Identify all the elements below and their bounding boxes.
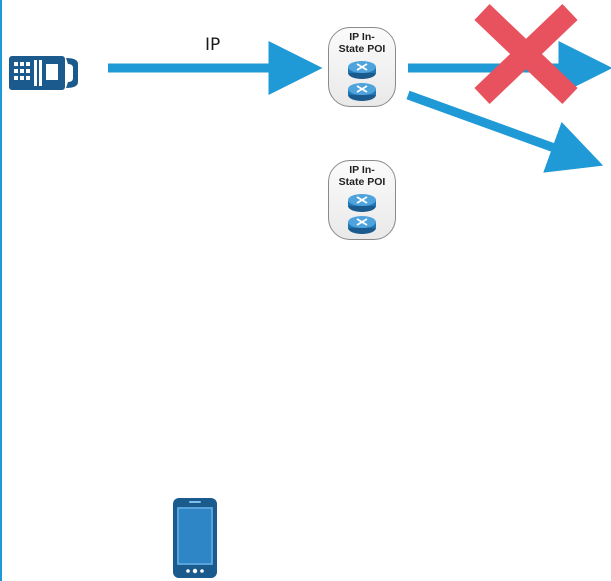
poi-node-2: IP In- State POI: [328, 160, 396, 240]
router-icon: [348, 83, 376, 101]
arrow-poi-diagonal: [406, 90, 604, 173]
router-icon: [348, 61, 376, 79]
red-x-icon: [474, 4, 578, 104]
pbx-phone-icon: [9, 56, 78, 90]
poi-node-1: IP In- State POI: [328, 27, 396, 107]
smartphone-icon: [173, 498, 217, 578]
poi-node-1-label: IP In- State POI: [338, 31, 386, 55]
poi-node-2-label: IP In- State POI: [338, 164, 386, 188]
edge-label-ip: IP: [205, 35, 221, 55]
left-border: [0, 0, 2, 581]
router-icon: [348, 216, 376, 234]
router-icon: [348, 194, 376, 212]
